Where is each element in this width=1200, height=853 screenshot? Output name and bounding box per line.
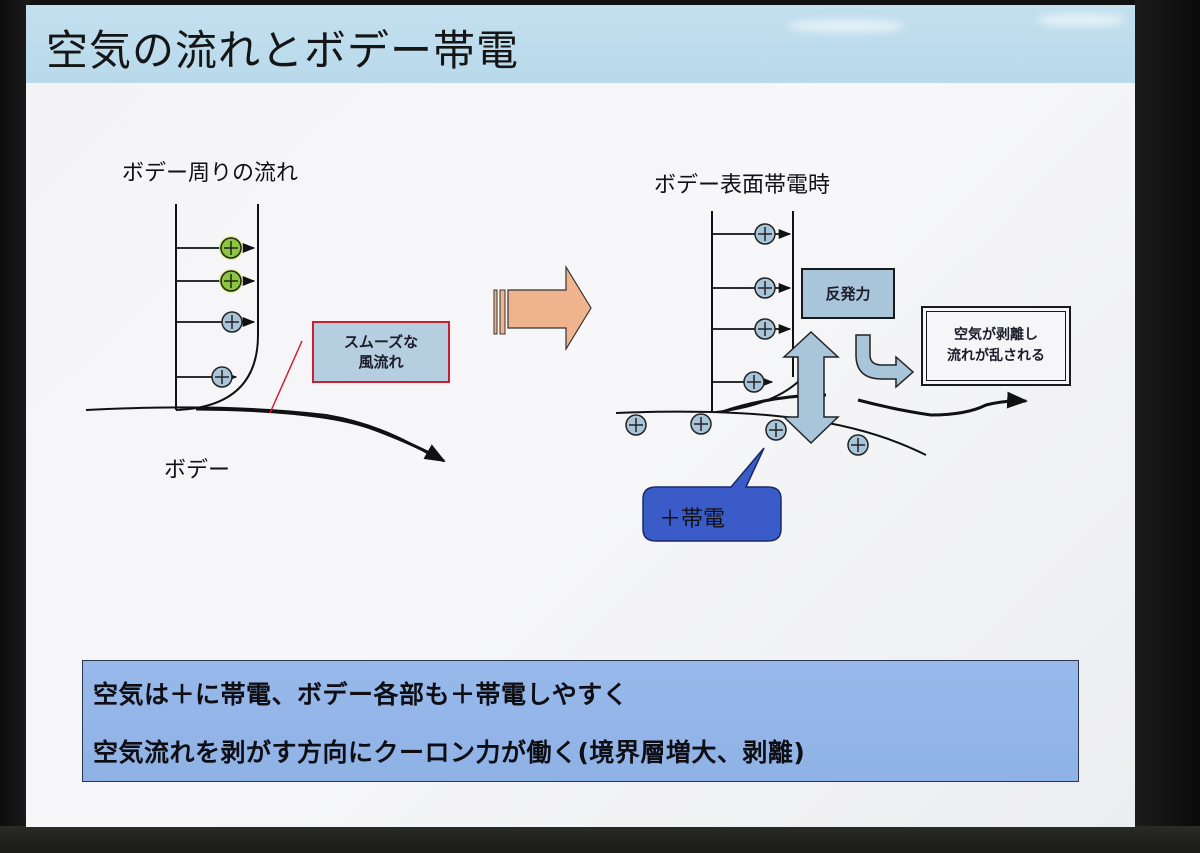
monitor-bezel-bottom: [0, 826, 1200, 853]
summary-line-2: 空気流れを剥がす方向にクーロン力が働く(境界層増大、剥離): [93, 738, 806, 767]
screen-glare: [1036, 13, 1126, 27]
separation-box: 空気が剥離し 流れが乱される: [921, 306, 1071, 386]
smooth-flow-callout: スムーズな 風流れ: [312, 321, 450, 383]
separation-box-inner: 空気が剥離し 流れが乱される: [926, 311, 1066, 381]
smooth-flow-line2: 風流れ: [358, 353, 404, 371]
right-heading: ボデー表面帯電時: [654, 173, 831, 198]
summary-box: 空気は＋に帯電、ボデー各部も＋帯電しやすく 空気流れを剥がす方向にクーロン力が働…: [82, 660, 1079, 782]
charge-speech-bubble: [642, 447, 782, 542]
slide-title: 空気の流れとボデー帯電: [46, 26, 520, 75]
separation-line2: 流れが乱される: [947, 348, 1045, 364]
repulsion-label: 反発力: [825, 285, 871, 303]
monitor-bezel-left: [0, 0, 30, 826]
summary-line-1: 空気は＋に帯電、ボデー各部も＋帯電しやすく: [93, 680, 629, 709]
title-bar: 空気の流れとボデー帯電: [26, 5, 1135, 83]
surface-charge-icon: [847, 434, 869, 456]
presentation-slide: 空気の流れとボデー帯電: [26, 5, 1135, 827]
left-boundary-layer-diagram: [85, 204, 446, 463]
charge-callout-label: ＋帯電: [659, 507, 726, 532]
positive-charge-icon: [754, 318, 776, 340]
repulsion-box: 反発力: [801, 268, 895, 319]
smooth-flow-line1: スムーズな: [343, 333, 419, 351]
positive-charge-icon: [219, 269, 243, 293]
positive-charge-icon: [219, 236, 243, 260]
screen-glare: [786, 19, 906, 33]
surface-charge-icon: [690, 413, 712, 435]
positive-charge-icon: [221, 311, 243, 333]
separation-line1: 空気が剥離し: [954, 327, 1038, 343]
positive-charge-icon: [211, 366, 233, 388]
positive-charge-icon: [743, 371, 765, 393]
repulsion-double-arrow-icon: [782, 330, 840, 445]
surface-charge-icon: [625, 414, 647, 436]
callout-leader-line: [269, 340, 303, 414]
right-charged-surface-diagram: [615, 211, 1026, 542]
left-heading: ボデー周りの流れ: [122, 161, 299, 186]
positive-charge-icon: [754, 223, 776, 245]
diagram-canvas: [85, 204, 1135, 542]
body-label: ボデー: [164, 458, 231, 483]
monitor-bezel-right: [1135, 0, 1200, 826]
surface-charge-icon: [765, 419, 787, 441]
bent-arrow-icon: [855, 334, 915, 389]
smooth-flow-arrow: [195, 407, 446, 463]
disturbed-flow-arrow: [721, 395, 1026, 415]
right-arrow-icon: [493, 264, 592, 352]
positive-charge-icon: [754, 277, 776, 299]
